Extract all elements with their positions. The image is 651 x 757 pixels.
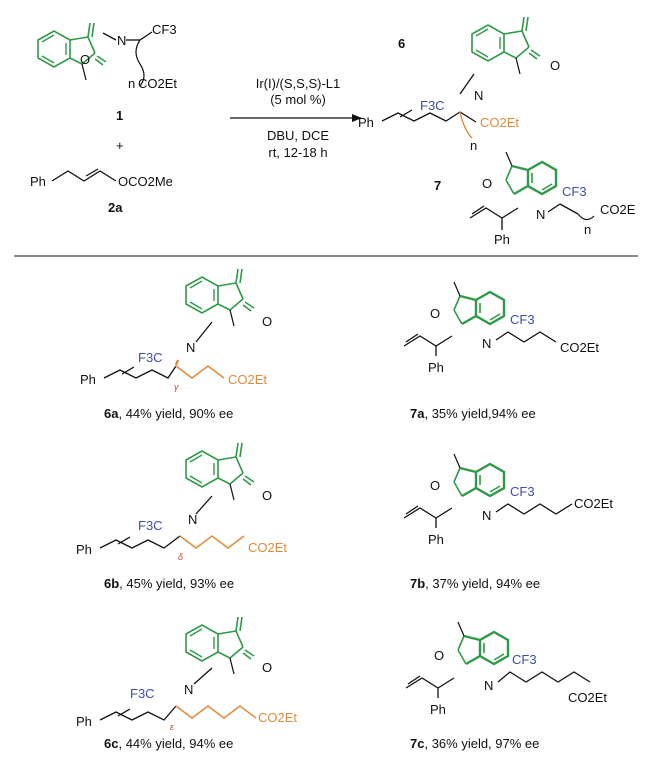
result-caption: 7c, 36% yield, 97% ee	[410, 736, 539, 751]
carbonate-group: OCO2Me	[118, 174, 173, 189]
label-O: O	[482, 176, 492, 191]
catalyst: Ir(I)/(S,S,S)-L1	[256, 76, 341, 91]
label-N: N	[188, 512, 197, 527]
label-O: O	[262, 314, 272, 329]
locant: γ	[174, 382, 179, 392]
reagents: DBU, DCE	[267, 128, 329, 143]
label-O: O	[80, 52, 90, 67]
product-6-general: O 6 N F3C Ph CO2Et n	[358, 16, 560, 153]
cf3-text: CF3	[512, 652, 537, 667]
compound-number-6: 6	[398, 36, 405, 51]
ph-label: Ph	[76, 542, 92, 557]
label-O: O	[262, 488, 272, 503]
label-N: N	[482, 508, 491, 523]
ph-label: Ph	[428, 532, 444, 547]
ph-label: Ph	[76, 714, 92, 729]
label-N: N	[184, 682, 193, 697]
reactant-2a: Ph OCO2Me 2a	[30, 168, 173, 215]
ester-text: CO2Et	[560, 340, 599, 355]
ester-text: CO2Et	[138, 76, 177, 91]
result-caption: 7a, 35% yield,94% ee	[410, 406, 536, 421]
plus-sign: +	[116, 138, 124, 153]
label-O: O	[430, 306, 440, 321]
ester-text: CO2Et	[248, 540, 287, 555]
locant: δ	[178, 552, 184, 562]
f3c-text: F3C	[420, 98, 445, 113]
compound-number-2a: 2a	[108, 200, 123, 215]
ph-label: Ph	[80, 372, 96, 387]
ph-label: Ph	[430, 702, 446, 717]
label-N: N	[474, 88, 483, 103]
n-index: n	[584, 222, 591, 237]
label-N: N	[536, 207, 545, 222]
f3c-text: F3C	[130, 686, 155, 701]
reactant-1: N O CF3 n CO2Et 1	[37, 22, 177, 123]
label-O: O	[434, 648, 444, 663]
catalyst-loading: (5 mol %)	[270, 92, 326, 107]
n-index: n	[470, 138, 477, 153]
product-7-general: O 7 CF3 Ph N n CO2E	[434, 150, 636, 247]
product-6a: O N F3C Ph γ CO2Et 6a, 44% yield, 90% ee	[80, 268, 272, 421]
locant: ε	[170, 722, 175, 732]
result-caption: 6c, 44% yield, 94% ee	[104, 736, 233, 751]
ester-text: CO2Et	[258, 710, 297, 725]
result-caption: 7b, 37% yield, 94% ee	[410, 576, 540, 591]
ph-label: Ph	[358, 115, 374, 130]
product-7b: O CF3 Ph N CO2Et 7b, 37% yield, 94% ee	[403, 452, 613, 591]
ester-text: CO2E	[600, 202, 636, 217]
n-index: n	[128, 76, 135, 91]
ester-text: CO2Et	[568, 690, 607, 705]
ph-label: Ph	[494, 232, 510, 247]
result-caption: 6b, 45% yield, 93% ee	[104, 576, 234, 591]
product-6b: O N F3C Ph δ CO2Et 6b, 45% yield, 93% ee	[76, 442, 287, 591]
label-N: N	[482, 336, 491, 351]
ph-label: Ph	[30, 174, 46, 189]
cf3-text: CF3	[152, 22, 177, 37]
ester-text: CO2Et	[574, 496, 613, 511]
compound-number-7: 7	[434, 178, 441, 193]
label-N: N	[117, 33, 126, 48]
label-N: N	[484, 678, 493, 693]
product-6c: O N F3C Ph ε CO2Et 6c, 44% yield, 94% ee	[76, 616, 297, 751]
cf3-text: CF3	[562, 184, 587, 199]
product-7a: O CF3 Ph N CO2Et 7a, 35% yield,94% ee	[403, 280, 599, 421]
ph-label: Ph	[428, 360, 444, 375]
product-7c: O CF3 Ph N CO2Et 7c, 36% yield, 97% ee	[405, 620, 607, 751]
label-O: O	[262, 660, 272, 675]
ester-text: CO2Et	[480, 115, 519, 130]
reaction-conditions: Ir(I)/(S,S,S)-L1 (5 mol %) DBU, DCE rt, …	[230, 76, 362, 160]
ester-text: CO2Et	[228, 372, 267, 387]
temp-time: rt, 12-18 h	[268, 145, 327, 160]
cf3-text: CF3	[510, 484, 535, 499]
result-caption: 6a, 44% yield, 90% ee	[104, 406, 233, 421]
label-N: N	[186, 340, 195, 355]
cf3-text: CF3	[510, 312, 535, 327]
label-O: O	[550, 58, 560, 73]
compound-number-1: 1	[116, 108, 123, 123]
label-O: O	[430, 478, 440, 493]
f3c-text: F3C	[138, 518, 163, 533]
f3c-text: F3C	[138, 350, 163, 365]
